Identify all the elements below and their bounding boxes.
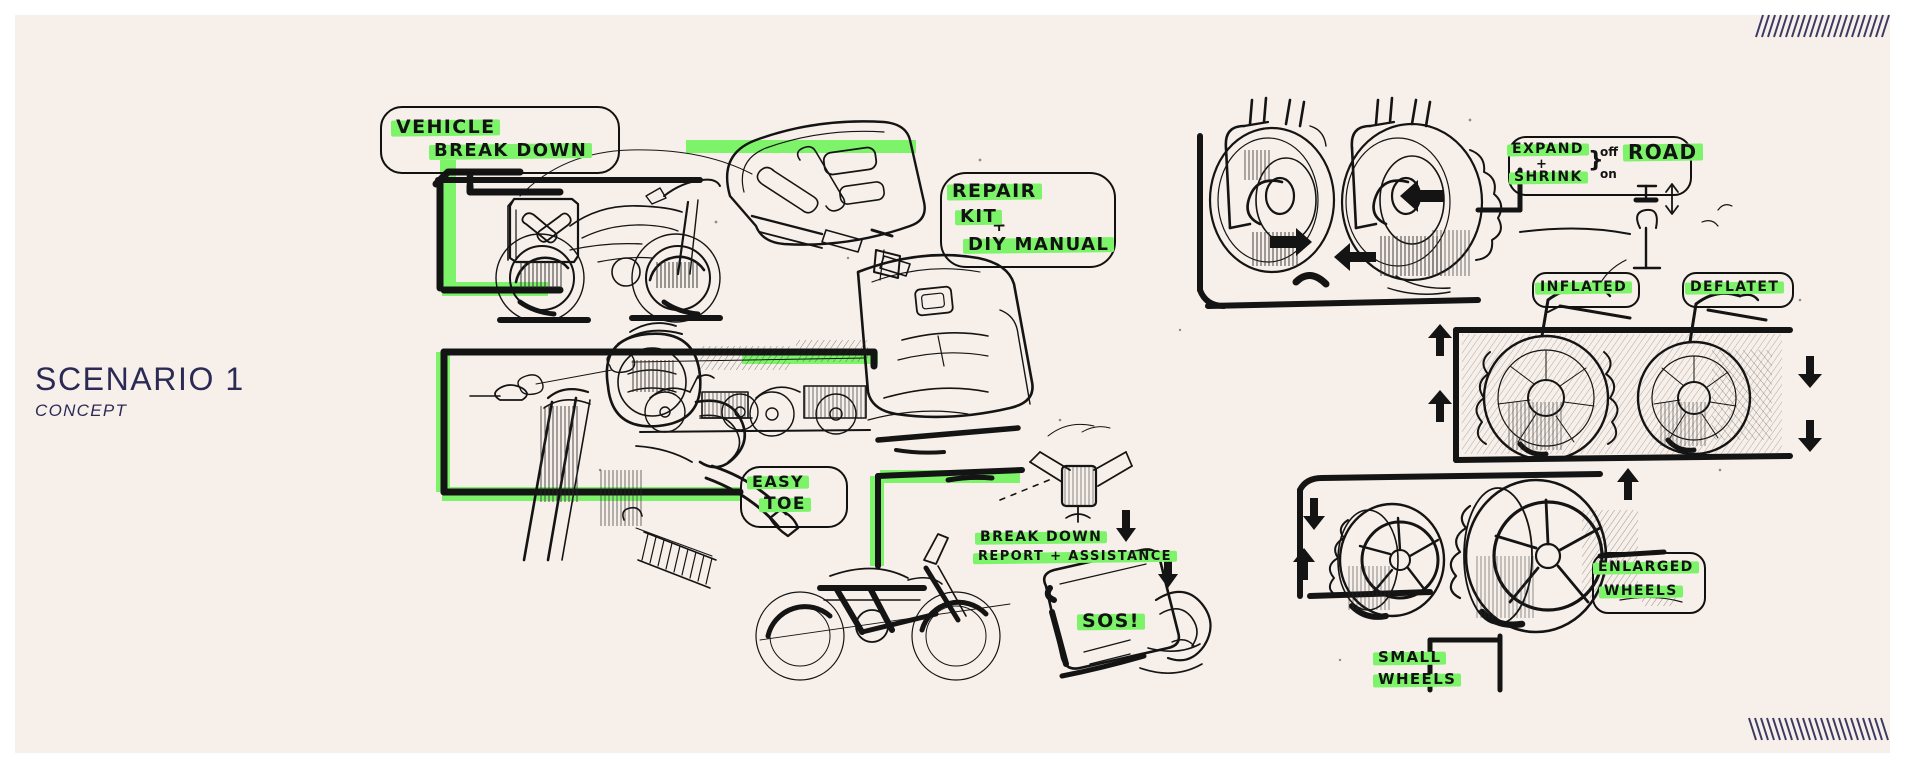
- callout-line: VEHICLE: [396, 116, 496, 138]
- callout-line: EASY: [752, 472, 805, 491]
- callout-on: on: [1600, 167, 1617, 181]
- callout-line: EXPAND: [1512, 141, 1584, 157]
- callout-line: INFLATED: [1540, 279, 1628, 295]
- callout-off: off: [1600, 145, 1618, 159]
- callout-line: REPAIR: [952, 180, 1037, 202]
- callout-line: DIY MANUAL: [968, 234, 1110, 255]
- callout-line: TOE: [764, 494, 806, 514]
- callout-line: ROAD: [1628, 140, 1698, 164]
- callout-line: WHEELS: [1604, 583, 1678, 599]
- callout-line: WHEELS: [1378, 670, 1457, 688]
- hatch-decoration-bottom-right: [1748, 717, 1889, 741]
- speech-bubble: [1508, 136, 1692, 196]
- page-title: SCENARIO 1 CONCEPT: [35, 361, 245, 421]
- callout-line: BREAK DOWN: [980, 529, 1103, 545]
- speech-bubble: [1682, 272, 1794, 308]
- callout-line: REPORT + ASSISTANCE: [978, 549, 1172, 564]
- callout-plus: +: [1536, 157, 1547, 172]
- title-main: SCENARIO 1: [35, 361, 245, 397]
- hatch-decoration-top-right: [1755, 14, 1890, 38]
- speech-bubble: [740, 466, 848, 528]
- callout-line: DEFLATET: [1690, 279, 1780, 295]
- callout-line: SMALL: [1378, 648, 1442, 666]
- callout-brace: }: [1588, 148, 1604, 173]
- slide-canvas: [15, 15, 1890, 753]
- speech-bubble: [1532, 272, 1640, 308]
- callout-line: BREAK DOWN: [434, 140, 588, 161]
- speech-bubble: [1592, 552, 1706, 614]
- speech-bubble: [940, 172, 1116, 268]
- title-subtitle: CONCEPT: [35, 400, 128, 420]
- callout-line: SHRINK: [1514, 169, 1583, 185]
- callout-line: ENLARGED: [1598, 559, 1694, 575]
- speech-bubble: [380, 106, 620, 174]
- callout-line: SOS!: [1082, 610, 1140, 632]
- callout-line: KIT: [960, 206, 998, 227]
